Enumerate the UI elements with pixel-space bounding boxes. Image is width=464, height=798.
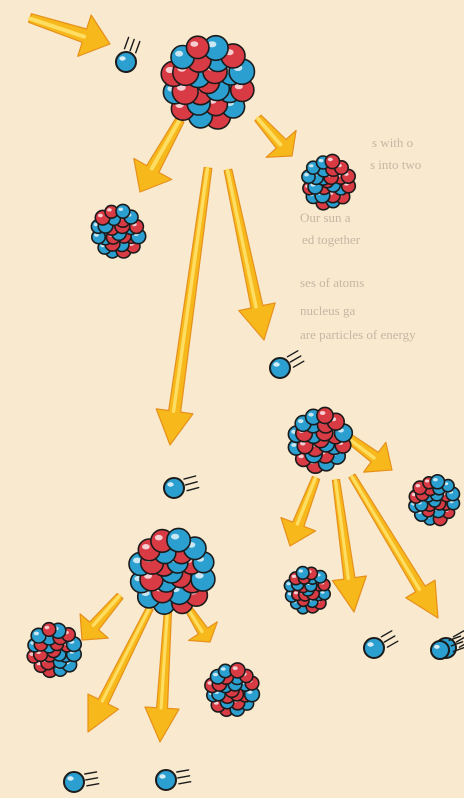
fragment-nucleus-lower-left-b — [27, 623, 81, 678]
arrow-4 — [156, 168, 212, 446]
fragment-nucleus-right-b — [205, 663, 260, 716]
free-neutron-1 — [116, 37, 140, 72]
free-neutron-7 — [156, 770, 191, 790]
arrow-2 — [134, 118, 184, 192]
arrow-5 — [224, 169, 275, 340]
free-neutron-6 — [64, 772, 99, 792]
arrow-7 — [281, 477, 320, 546]
large-nucleus-bottom — [129, 528, 215, 614]
arrow-13 — [185, 606, 217, 642]
arrow-12 — [145, 610, 179, 742]
fragment-nucleus-lower-left-a — [284, 567, 330, 614]
fragment-nucleus-right-a — [409, 475, 460, 526]
large-nucleus-right — [288, 407, 352, 473]
arrow-3 — [255, 115, 296, 157]
free-neutron-4 — [364, 631, 398, 658]
arrow-1 — [29, 14, 110, 57]
free-neutron-3 — [164, 476, 199, 498]
large-nucleus-top — [161, 36, 254, 129]
free-neutron-2 — [270, 351, 304, 378]
arrow-10 — [80, 594, 123, 641]
fragment-nucleus-upper-right — [302, 154, 355, 209]
fragment-nucleus-upper-left — [91, 204, 145, 258]
